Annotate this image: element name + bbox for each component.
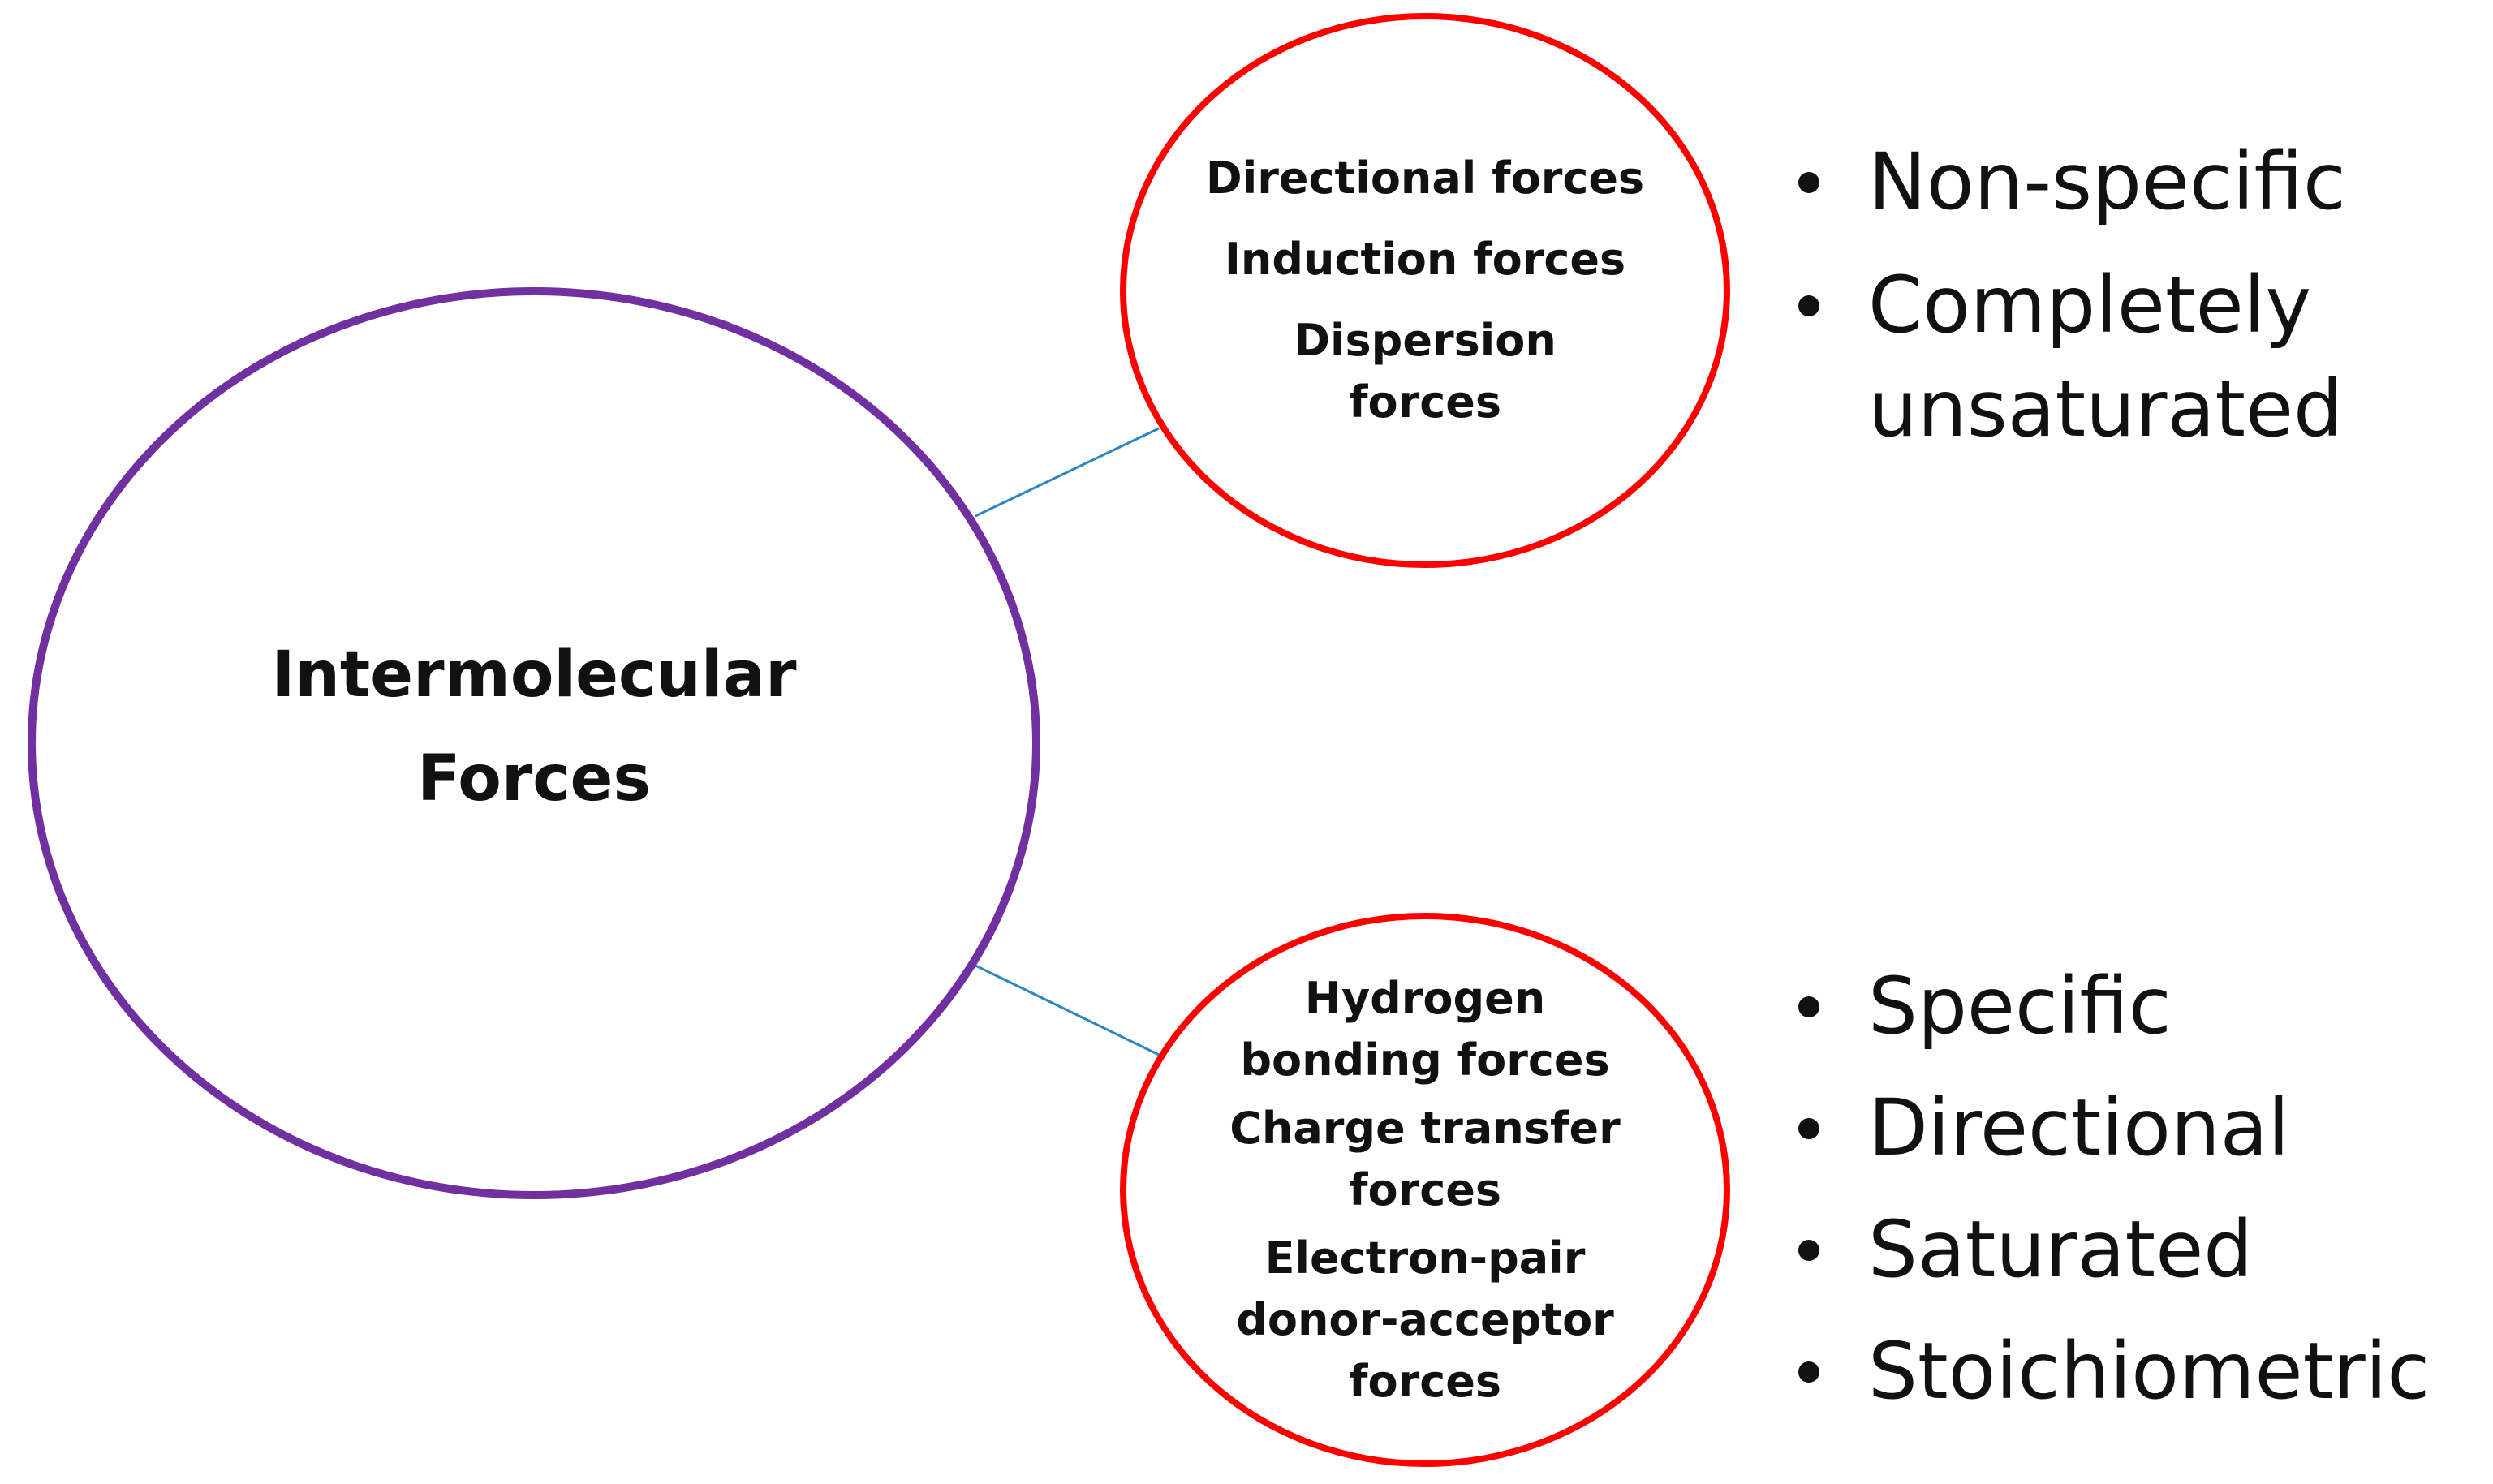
intermolecular-forces-node: Intermolecular Forces [28,287,1040,1199]
main-title-line2: Forces [417,742,651,815]
main-title-line1: Intermolecular [271,639,797,712]
bullet-icon [1798,1240,1819,1261]
specific-properties-list: Specific Directional Saturated Stoichiom… [1793,954,2430,1441]
bullet-icon [1798,1361,1819,1383]
property-label: Non-specific [1868,136,2346,227]
bullet-icon [1798,295,1819,316]
force-dispersion: Dispersion forces [1294,315,1557,428]
property-item: Directional [1793,1076,2430,1180]
property-label: Completely unsaturated [1868,260,2343,454]
bullet-icon [1798,172,1819,193]
force-induction: Induction forces [1224,234,1626,285]
property-label: Directional [1868,1082,2290,1173]
bullet-icon [1798,996,1819,1017]
property-item: Specific [1793,954,2430,1058]
property-label: Saturated [1868,1204,2254,1295]
nonspecific-properties-list: Non-specific Completely unsaturated [1793,130,2404,480]
specific-forces-node: Hydrogen bonding forces Charge transfer … [1120,913,1730,1467]
nonspecific-forces-node: Directional forces Induction forces Disp… [1120,13,1730,568]
force-hydrogen-bonding: Hydrogen bonding forces [1240,972,1610,1086]
connector-top [975,427,1160,518]
property-item: Non-specific [1793,130,2404,234]
force-electron-pair: Electron-pair donor-acceptor forces [1236,1232,1614,1407]
property-item: Completely unsaturated [1793,253,2404,461]
connector-bottom [975,964,1160,1056]
force-directional: Directional forces [1205,153,1645,204]
property-label: Stoichiometric [1868,1326,2431,1417]
force-charge-transfer: Charge transfer forces [1229,1102,1621,1215]
property-item: Stoichiometric [1793,1319,2430,1423]
bullet-icon [1798,1118,1819,1139]
property-label: Specific [1868,961,2172,1052]
property-item: Saturated [1793,1198,2430,1301]
